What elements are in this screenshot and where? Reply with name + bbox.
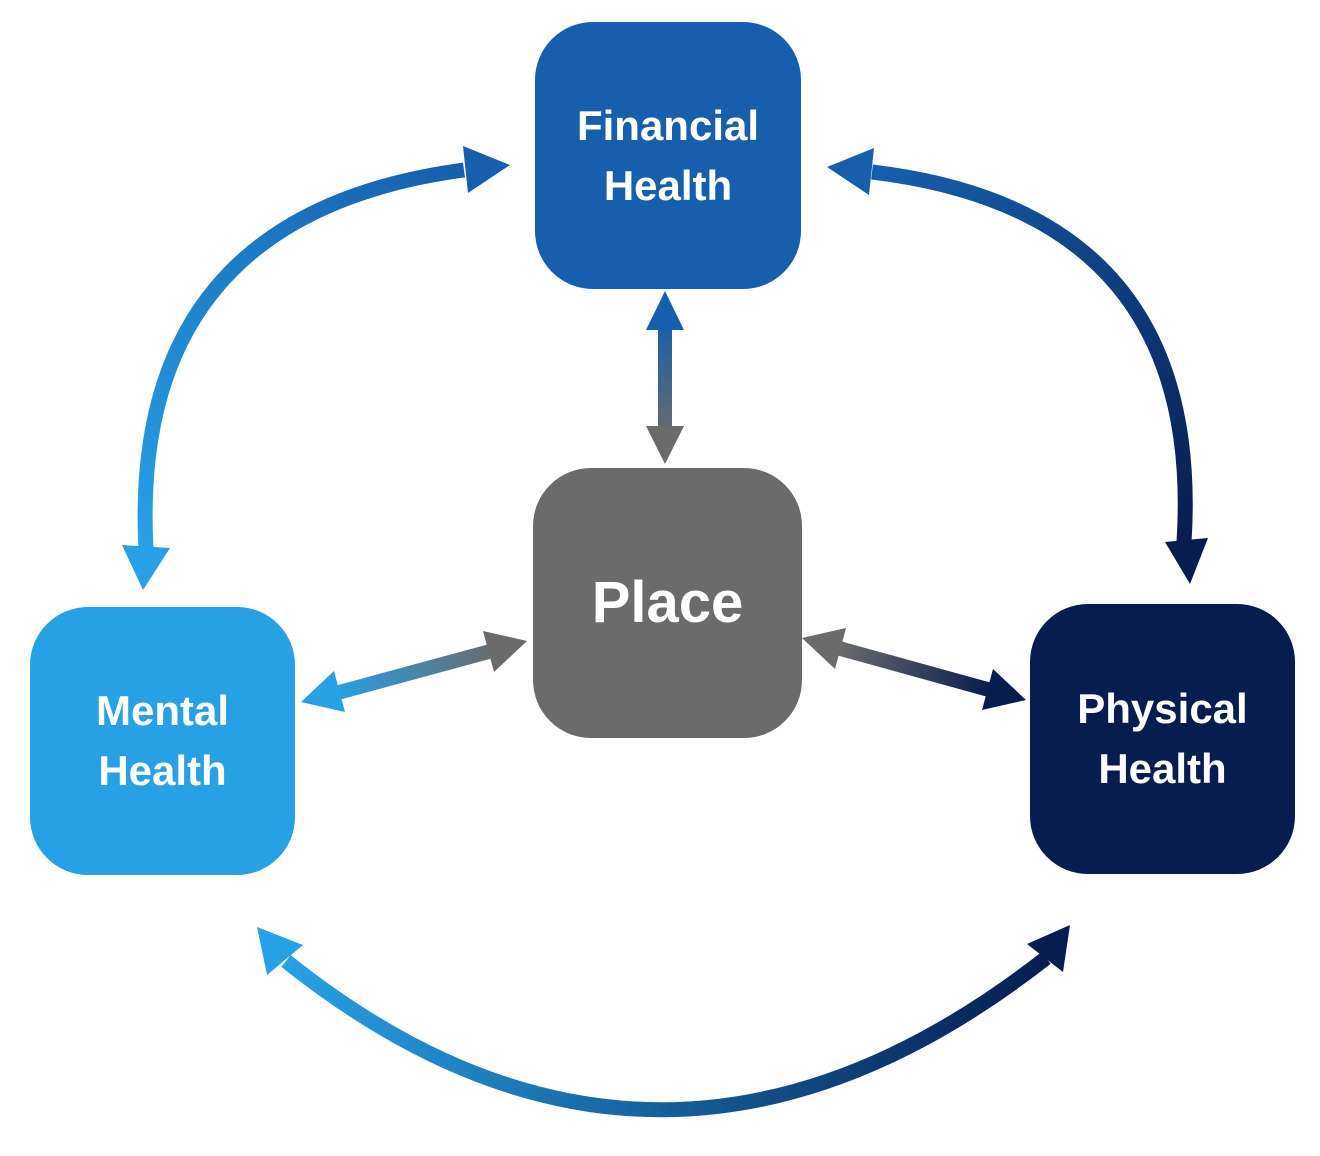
arrow-mental-financial-icon	[122, 146, 510, 590]
node-financial-health-label: Financial Health	[576, 101, 760, 209]
node-mental-health: Mental Health	[30, 607, 295, 875]
node-physical-health-label: Physical Health	[1077, 685, 1248, 792]
arrow-mental-physical-icon	[257, 925, 1070, 1118]
arrow-place-mental-icon	[301, 631, 527, 712]
arrow-financial-physical-icon	[827, 148, 1208, 584]
node-place: Place	[533, 468, 802, 738]
node-mental-health-label: Mental Health	[95, 687, 229, 794]
node-physical-health: Physical Health	[1030, 604, 1295, 874]
arrow-place-financial-icon	[646, 291, 684, 464]
node-financial-health: Financial Health	[535, 22, 801, 289]
arrow-place-physical-icon	[802, 628, 1026, 710]
node-place-label: Place	[591, 569, 744, 635]
